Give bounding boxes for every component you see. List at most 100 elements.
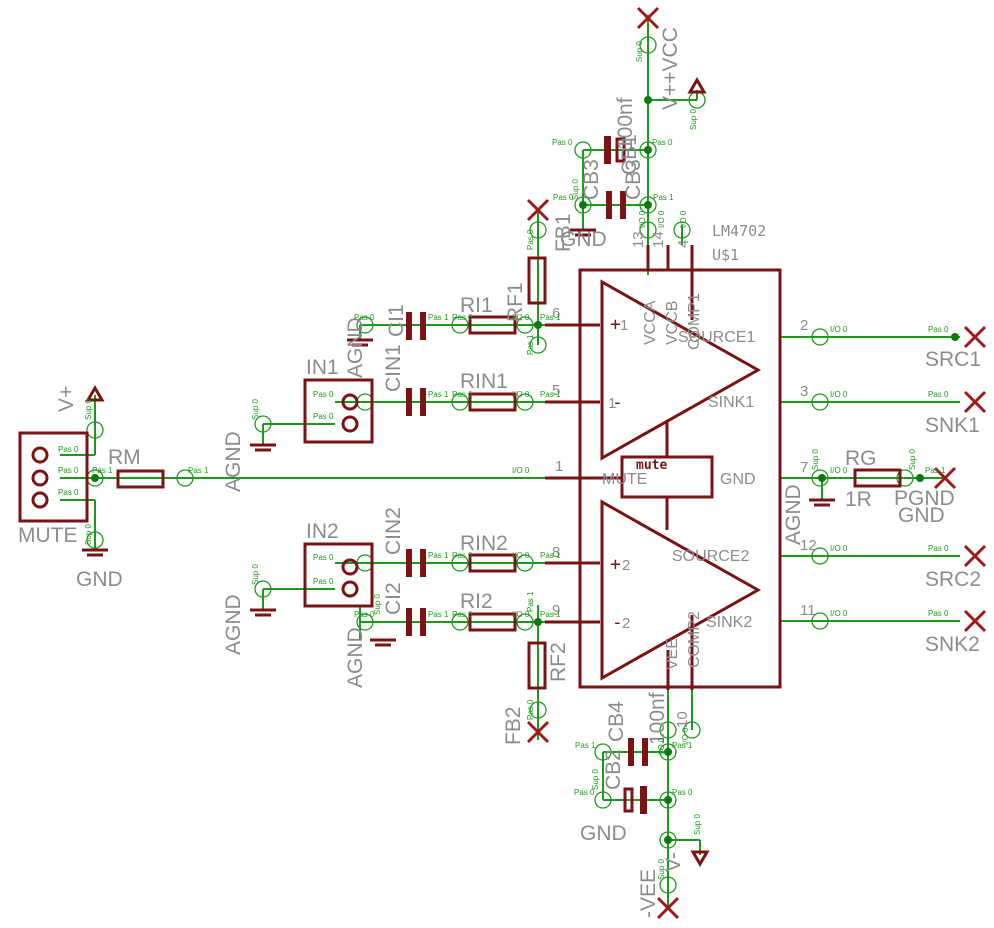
attr-pas1: Pas 1 xyxy=(188,466,209,475)
pin-vcca: VCCA xyxy=(642,300,659,345)
net-vplus: V+ xyxy=(55,386,78,412)
attr-pas1: Pas 1 xyxy=(428,610,449,619)
attr-pas0: Pas 0 xyxy=(928,325,949,334)
pin-in-plus1: + xyxy=(610,314,621,335)
attr-pas1: Pas 1 xyxy=(925,466,946,475)
label-ci1: CI1 xyxy=(385,304,408,337)
net-agnd-in2: AGND xyxy=(222,594,245,655)
attr-pas0: Pas 0 xyxy=(452,390,473,399)
resistor-rin1[interactable] xyxy=(468,392,517,412)
pin-mute: MUTE xyxy=(602,471,647,488)
label-cb3: CB3 xyxy=(580,159,603,200)
pin-num-12: 12 xyxy=(800,537,817,554)
label-rf2: RF2 xyxy=(547,642,570,682)
attr-pas0: Pas 0 xyxy=(526,699,535,720)
attr-pas1: Pas 1 xyxy=(653,193,674,202)
attr-io0: I/O 0 xyxy=(512,313,530,322)
attr-pas1: Pas 1 xyxy=(672,741,693,750)
attr-pas0: Pas 0 xyxy=(672,788,693,797)
attr-sup0: Sup 0 xyxy=(689,109,698,130)
pin-num-6: 6 xyxy=(552,305,560,322)
label-rin2: RIN2 xyxy=(460,532,508,555)
attr-pas1: Pas 1 xyxy=(540,551,561,560)
attr-io0: I/O 0 xyxy=(638,210,647,228)
attr-pas0: Pas 0 xyxy=(452,313,473,322)
resistor-ri1[interactable] xyxy=(468,315,517,335)
net-gnd-cb2: GND xyxy=(580,822,627,845)
label-mute-connector: MUTE xyxy=(18,524,78,547)
attr-io0: I/O 0 xyxy=(830,544,848,553)
connector-in1[interactable] xyxy=(303,378,374,444)
attr-pas0: Pas 0 xyxy=(58,488,79,497)
net-gnd-rg: GND xyxy=(898,504,945,527)
resistor-rin2[interactable] xyxy=(468,553,517,573)
attr-pas0: Pas 0 xyxy=(552,138,573,147)
attr-pas0: Pas 0 xyxy=(452,610,473,619)
connector-mute[interactable] xyxy=(18,431,89,523)
attr-pas0: Pas 0 xyxy=(313,390,334,399)
pin-num-7: 7 xyxy=(800,459,808,476)
pin-num-11: 11 xyxy=(800,602,816,619)
net-vee-neg: -VEE xyxy=(637,869,660,918)
resistor-rg[interactable] xyxy=(853,468,902,488)
attr-pas1: Pas 1 xyxy=(92,466,113,475)
attr-io0: I/O 0 xyxy=(657,210,666,228)
attr-sup0: Sup 0 xyxy=(591,769,600,790)
label-cb3-value: CB3 xyxy=(622,159,645,200)
attr-sup0: Sup 0 xyxy=(373,594,382,615)
pin-label-2b: 2 xyxy=(622,615,630,632)
attr-sup0: Sup 0 xyxy=(84,399,93,420)
label-cin1: CIN1 xyxy=(382,344,405,392)
attr-pas0: Pas 0 xyxy=(928,609,949,618)
pin-in-plus2: + xyxy=(610,554,621,575)
label-rg: RG xyxy=(845,447,877,470)
resistor-rf2[interactable] xyxy=(527,641,547,690)
pin-in-minus1: - xyxy=(612,392,623,413)
resistors xyxy=(116,256,902,690)
net-vpvcc: V++VCC xyxy=(659,27,682,110)
attr-io0: I/O 0 xyxy=(830,325,848,334)
label-cb4: CB4 xyxy=(605,701,628,742)
resistor-ri2[interactable] xyxy=(468,612,517,632)
pin-sink2: SINK2 xyxy=(706,614,752,631)
net-snk2: SNK2 xyxy=(925,633,980,656)
net-agnd-chip: AGND xyxy=(782,484,805,545)
pin-num-14: 14 xyxy=(650,231,667,248)
net-gnd-cb1: GND xyxy=(560,228,607,251)
connector-in2[interactable] xyxy=(303,542,374,608)
attr-sup0: Sup 0 xyxy=(811,449,820,470)
attr-pas1: Pas 1 xyxy=(540,390,561,399)
supply-arrows xyxy=(85,77,710,867)
net-src1: SRC1 xyxy=(925,348,981,371)
attr-pas0: Pas 0 xyxy=(452,551,473,560)
chip-part-label: LM4702 xyxy=(712,222,766,240)
resistor-rf1[interactable] xyxy=(527,256,547,305)
lm4702-chip[interactable] xyxy=(545,245,782,690)
attr-io0: I/O 0 xyxy=(679,210,688,228)
pin-comp1: COMP1 xyxy=(686,293,703,350)
attr-pas1: Pas 1 xyxy=(540,313,561,322)
pin-in-minus2: - xyxy=(612,612,623,633)
label-in2: IN2 xyxy=(306,520,339,543)
label-ci2: CI2 xyxy=(382,582,405,615)
pin-num-4: 4 xyxy=(675,240,692,248)
net-agnd-ci1: AGND xyxy=(344,317,367,378)
attr-io0: I/O 0 xyxy=(512,466,530,475)
attr-pas1: Pas 1 xyxy=(575,741,596,750)
attr-pas1: Pas 1 xyxy=(540,610,561,619)
attr-pas0: Pas 0 xyxy=(313,412,334,421)
attr-pas0: Pas 0 xyxy=(574,788,595,797)
pin-label-1a: 1 xyxy=(620,317,628,334)
capacitors xyxy=(406,136,648,814)
net-src2: SRC2 xyxy=(925,568,981,591)
label-fb1: FB1 xyxy=(552,213,575,252)
attr-sup0: Sup 0 xyxy=(657,859,666,880)
resistor-rm[interactable] xyxy=(116,469,165,489)
attr-pas0: Pas 0 xyxy=(652,138,673,147)
pin-sink1: SINK1 xyxy=(708,394,754,411)
pin-num-5: 5 xyxy=(552,382,560,399)
pin-num-9: 9 xyxy=(552,602,560,619)
junction-dots xyxy=(91,96,959,844)
pin-attribute-labels: Sup 0 Sup 0 Pas 0 Pas 0 Pas 1 Pas 0 Sup … xyxy=(58,41,949,880)
attr-pas0: Pas 0 xyxy=(354,610,375,619)
